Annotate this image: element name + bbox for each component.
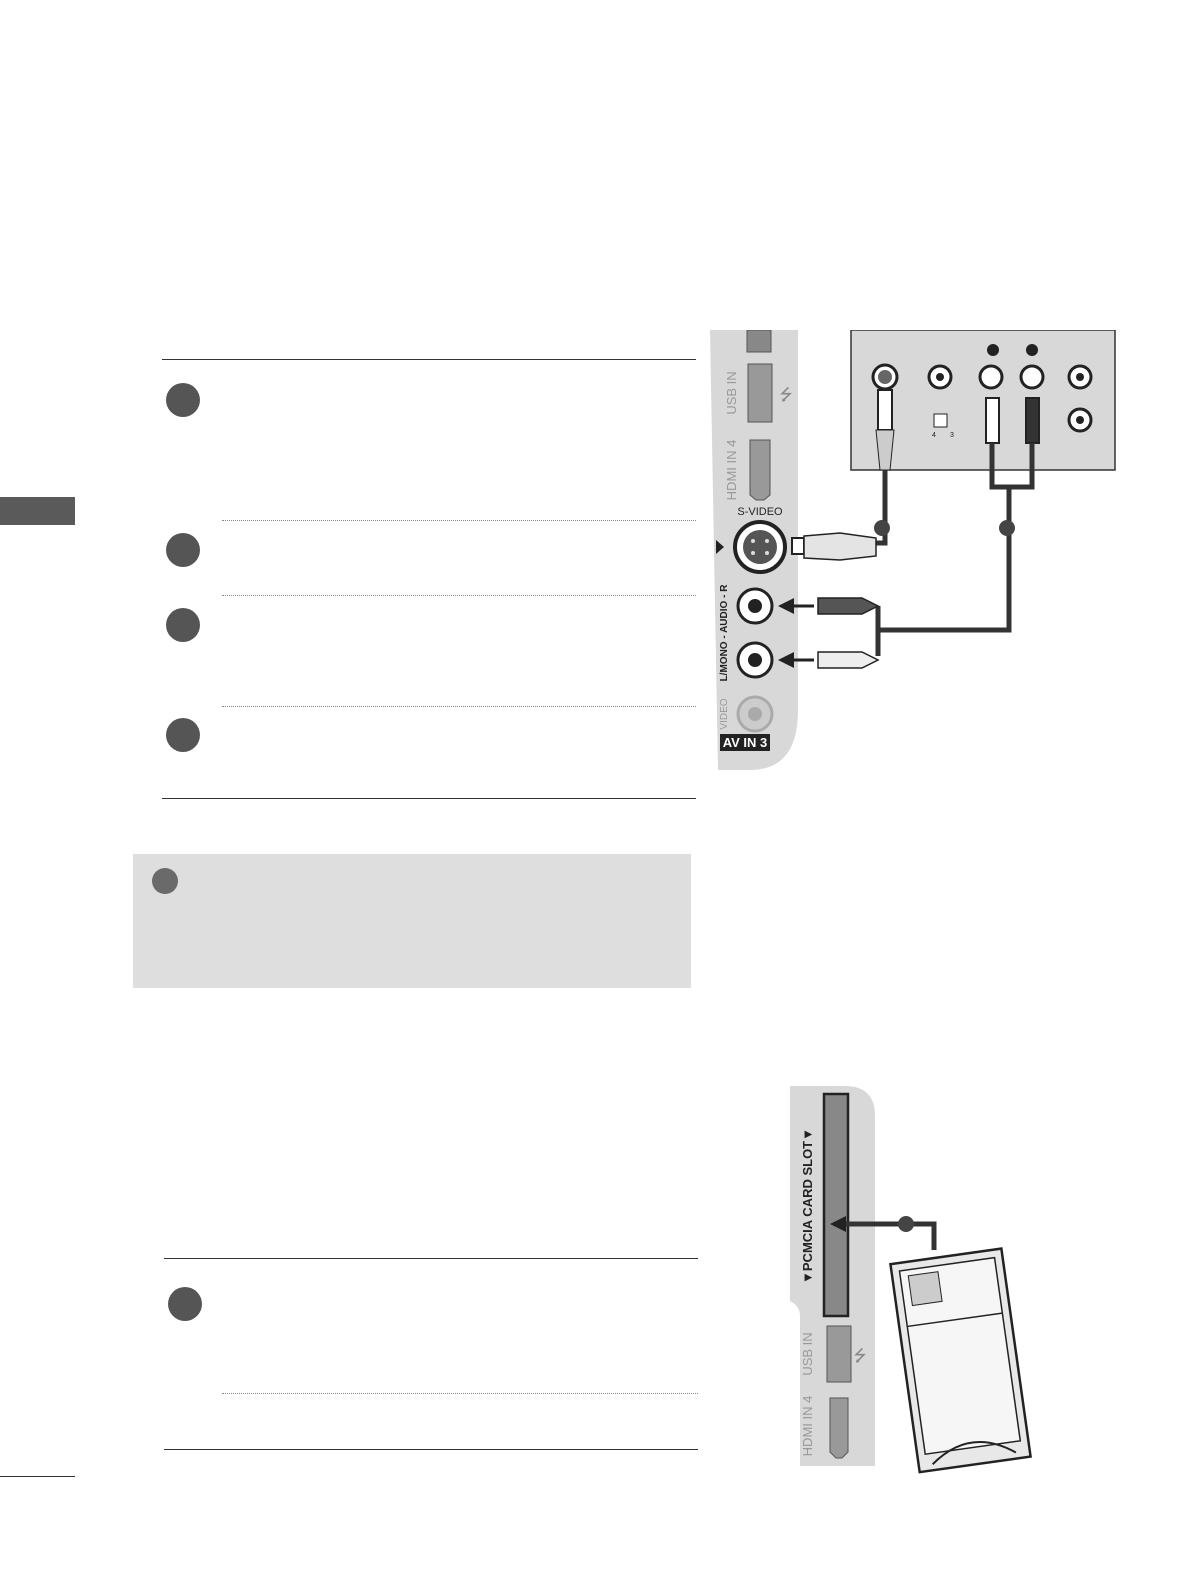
bottom-rule-section2 — [164, 1449, 698, 1450]
video-label: VIDEO — [719, 698, 730, 729]
hdmi-label-2: HDMI IN 4 — [800, 1396, 815, 1457]
pcmcia-slot — [822, 1092, 850, 1318]
device-dot-1 — [987, 344, 999, 356]
insertion-line — [840, 1221, 937, 1250]
audio-r-arrow-icon — [778, 598, 794, 614]
audio-label: L/MONO - AUDIO - R — [719, 584, 730, 682]
device-switch — [933, 413, 948, 428]
top-rule-section1 — [162, 359, 696, 360]
usb-label: USB IN — [724, 371, 739, 414]
insertion-arrow-icon — [830, 1216, 846, 1232]
hdmi-label: HDMI IN 4 — [724, 440, 739, 501]
section-tab — [0, 497, 75, 525]
avin-label: AV IN 3 — [723, 735, 768, 750]
switch-label-3: 3 — [950, 432, 954, 439]
usb-port-2 — [826, 1325, 852, 1383]
audio-cable-marker — [999, 520, 1015, 536]
pcmcia-label: ▼PCMCIA CARD SLOT▼ — [800, 1128, 815, 1284]
note-icon — [152, 868, 178, 894]
note-box — [133, 854, 691, 988]
step-2-marker — [166, 533, 200, 567]
audio-plug-red-device — [1025, 397, 1040, 444]
ci-card — [889, 1247, 1032, 1474]
hdmi-port — [749, 439, 771, 501]
svideo-connection-diagram: USB IN ⭍ HDMI IN 4 S-VIDEO L/MONO - AUDI… — [710, 330, 1116, 770]
svideo-cable — [876, 470, 888, 546]
device-dot-2 — [1026, 344, 1038, 356]
avin-badge — [720, 734, 770, 751]
step-3-marker — [166, 608, 200, 642]
step-divider-1 — [222, 520, 696, 521]
step-divider-3 — [222, 706, 696, 707]
svideo-label: S-VIDEO — [737, 506, 783, 518]
bottom-rule-section1 — [162, 798, 696, 799]
svideo-port-core — [743, 530, 777, 564]
pcmcia-card-diagram: ▼PCMCIA CARD SLOT▼ USB IN ⭍ HDMI IN 4 — [790, 1086, 1032, 1474]
usb-port — [747, 363, 773, 423]
audio-plug-red-tv — [817, 597, 880, 615]
audio-plug-white-tv — [817, 651, 880, 669]
step-5-marker — [168, 1287, 202, 1321]
switch-label-4: 4 — [932, 432, 936, 439]
device-audio-l-port — [978, 364, 1004, 390]
svideo-plug-boot — [875, 429, 895, 471]
step-divider-5 — [222, 1393, 698, 1394]
audio-plug-white-device — [985, 397, 1000, 444]
step-1-marker — [166, 383, 200, 417]
svideo-plug-tv — [803, 532, 877, 561]
svideo-plug-device — [877, 389, 893, 431]
usb-icon: ⭍ — [779, 386, 792, 404]
top-rule-section2 — [164, 1258, 698, 1259]
svideo-pointer-icon — [716, 540, 724, 554]
usb-label-2: USB IN — [800, 1332, 815, 1375]
audio-cable — [875, 487, 1012, 656]
external-device-panel — [850, 330, 1116, 471]
device-audio-r-port — [1019, 364, 1045, 390]
audio-cable-joint — [989, 443, 1035, 490]
insertion-marker — [898, 1216, 914, 1232]
usb-icon-2: ⭍ — [853, 1347, 866, 1365]
port-stub — [746, 330, 772, 353]
step-divider-2 — [222, 595, 696, 596]
hdmi-port-2 — [829, 1397, 849, 1459]
audio-l-arrow-icon — [778, 652, 794, 668]
footer-rule — [0, 1476, 75, 1477]
svideo-cable-marker — [874, 520, 890, 536]
step-4-marker — [166, 718, 200, 752]
